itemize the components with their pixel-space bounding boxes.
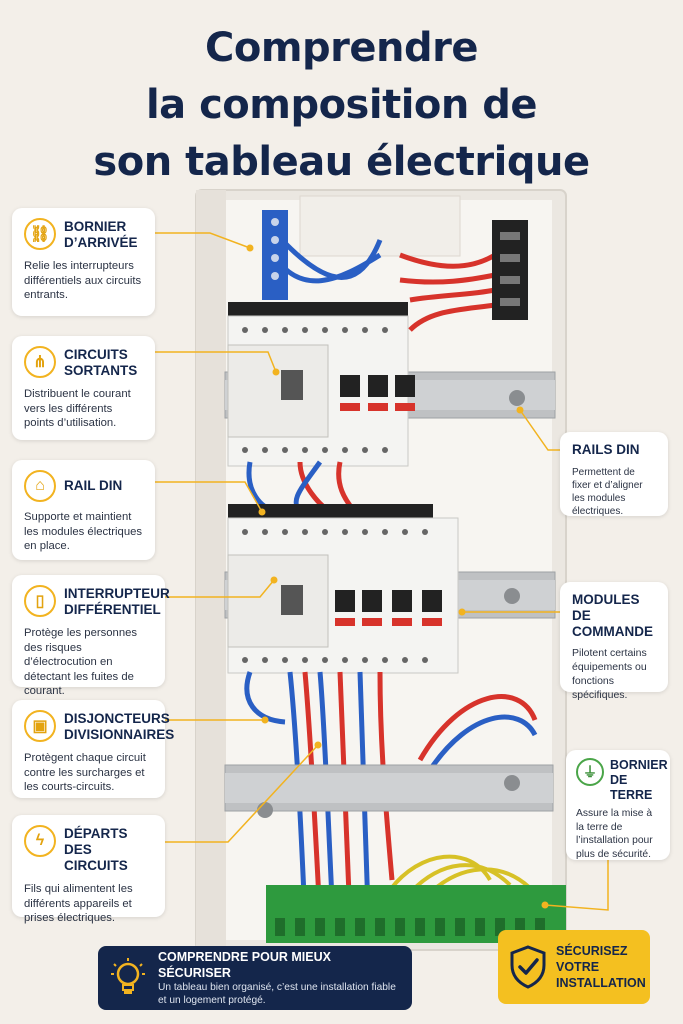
house-icon: ⌂ (24, 470, 56, 502)
secure-badge-text: SÉCURISEZ VOTRE INSTALLATION (556, 944, 646, 990)
leader-rail-din (155, 481, 263, 513)
ground-icon: ⏚ (576, 758, 604, 786)
module-row-2-top-bar (228, 504, 433, 518)
top-cover (299, 195, 461, 257)
title-line-1: Comprendre (205, 25, 478, 71)
callout-text: Relie les interrupteurs différentiels au… (24, 260, 142, 301)
lightbulb-icon (108, 958, 148, 998)
callout-rails-din: RAILS DIN Permettent de fixer et d’align… (560, 432, 668, 517)
lightning-icon: ϟ (24, 825, 56, 857)
leader-bornier-terre (544, 860, 609, 911)
leader-interrupteur-differentiel (165, 579, 275, 598)
callout-text: Protègent chaque circuit contre les surc… (24, 752, 146, 793)
shield-check-icon (508, 945, 548, 989)
leader-rails-din (519, 409, 560, 451)
enclosure-left-side (196, 190, 226, 950)
enclosure-frame (195, 189, 567, 951)
incoming-terminal-block (262, 210, 288, 300)
callout-text: Supporte et maintient les modules électr… (24, 511, 143, 552)
din-rail-2 (224, 571, 556, 619)
page-title: Comprendre la composition de son tableau… (0, 20, 683, 191)
callout-text: Protège les personnes des risques d’élec… (24, 627, 138, 697)
din-rail-1 (224, 371, 556, 419)
banner-title: COMPRENDRE POUR MIEUX SÉCURISER (158, 950, 331, 980)
title-line-3: son tableau électrique (93, 139, 590, 185)
enclosure-back (210, 200, 552, 940)
title-line-2: la composition de (145, 82, 538, 128)
callout-text: Distribuent le courant vers les différen… (24, 388, 131, 429)
module-row-1-top-bar (228, 302, 408, 316)
callout-title: RAILS DIN (572, 442, 640, 457)
banner-text: Un tableau bien organisé, c’est une inst… (158, 982, 396, 1006)
callout-text: Assure la mise à la terre de l’installat… (576, 808, 653, 860)
share-nodes-icon: ⋔ (24, 346, 56, 378)
callout-text: Permettent de fixer et d’aligner les mod… (572, 467, 643, 517)
callout-text: Fils qui alimentent les différents appar… (24, 883, 133, 924)
link-icon: ⛓ (24, 218, 56, 250)
leader-departs (165, 744, 319, 843)
module-row-1 (227, 315, 409, 467)
callout-text: Pilotent certains équipements ou fonctio… (572, 647, 647, 701)
leader-circuits-sortants (155, 351, 277, 373)
fuse-icon: ▣ (24, 710, 56, 742)
secure-installation-badge: SÉCURISEZ VOTRE INSTALLATION (498, 930, 650, 1004)
callout-title: RAIL DIN (64, 478, 123, 493)
breaker-icon: ▯ (24, 585, 56, 617)
module-row-2 (227, 517, 459, 674)
black-terminal-block (492, 220, 528, 320)
leader-bornier-arrivee (155, 232, 251, 249)
callout-rail-din: ⌂ RAIL DIN Supporte et maintient les mod… (12, 460, 155, 560)
din-rail-3 (224, 764, 554, 812)
bottom-banner: COMPRENDRE POUR MIEUX SÉCURISER Un table… (98, 946, 412, 1010)
